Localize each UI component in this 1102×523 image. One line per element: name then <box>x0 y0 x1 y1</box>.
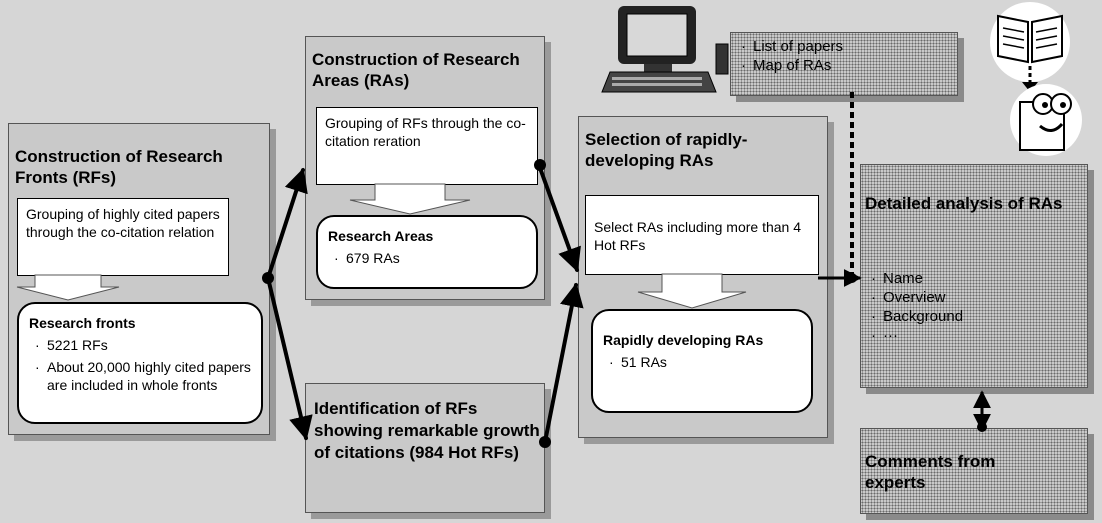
output-box: List of papers Map of RAs <box>730 32 958 96</box>
connector-line <box>538 166 581 273</box>
connector-dot <box>847 273 857 283</box>
output-list: List of papers Map of RAs <box>737 37 951 75</box>
rf-result-box: Research fronts 5221 RFs About 20,000 hi… <box>17 302 263 424</box>
selection-result-list: 51 RAs <box>603 353 801 371</box>
list-item: ··· <box>867 326 1077 345</box>
connector-line <box>266 167 308 280</box>
book-icon <box>990 2 1070 92</box>
expert-panel-title: Comments from experts <box>865 452 996 492</box>
expert-panel: Comments from experts <box>860 428 1088 514</box>
list-item: 51 RAs <box>603 353 801 371</box>
hot-rf-panel: Identification of RFs showing remarkable… <box>305 383 545 513</box>
rf-process-box: Grouping of highly cited papers through … <box>17 198 229 276</box>
ra-panel: Construction of Research Areas (RAs) Gro… <box>305 36 545 300</box>
rf-result-title: Research fronts <box>29 315 136 331</box>
list-item: List of papers <box>737 37 951 56</box>
list-item: About 20,000 highly cited papers are inc… <box>29 358 251 394</box>
ra-process-box: Grouping of RFs through the co-citation … <box>316 107 538 185</box>
hot-rf-panel-title: Identification of RFs showing remarkable… <box>314 399 540 462</box>
selection-panel-title: Selection of rapidly-developing RAs <box>585 130 748 170</box>
selection-result-title: Rapidly developing RAs <box>603 332 764 348</box>
rf-panel-title: Construction of Research Fronts (RFs) <box>15 147 223 187</box>
ra-panel-title: Construction of Research Areas (RAs) <box>312 50 520 90</box>
selection-process-box: Select RAs including more than 4 Hot RFs <box>585 195 819 275</box>
list-item: Overview <box>867 288 1077 307</box>
selection-panel: Selection of rapidly-developing RAs Sele… <box>578 116 828 438</box>
ra-result-box: Research Areas 679 RAs <box>316 215 538 289</box>
detail-panel: Detailed analysis of RAs Name Overview B… <box>860 164 1088 388</box>
list-item: Background <box>867 307 1077 326</box>
expert-reader-icon <box>1010 84 1082 156</box>
ra-result-list: 679 RAs <box>328 249 526 267</box>
connector-line <box>543 282 584 444</box>
detail-list: Name Overview Background ··· <box>867 269 1077 345</box>
computer-icon <box>601 6 729 93</box>
rf-result-list: 5221 RFs About 20,000 highly cited paper… <box>29 336 251 394</box>
list-item: 679 RAs <box>328 249 526 267</box>
list-item: Name <box>867 269 1077 288</box>
rf-panel: Construction of Research Fronts (RFs) Gr… <box>8 123 270 435</box>
ra-result-title: Research Areas <box>328 228 434 244</box>
selection-result-box: Rapidly developing RAs 51 RAs <box>591 309 813 413</box>
connector-line <box>266 276 313 441</box>
list-item: Map of RAs <box>737 56 951 75</box>
detail-panel-title: Detailed analysis of RAs <box>865 194 1063 213</box>
list-item: 5221 RFs <box>29 336 251 354</box>
